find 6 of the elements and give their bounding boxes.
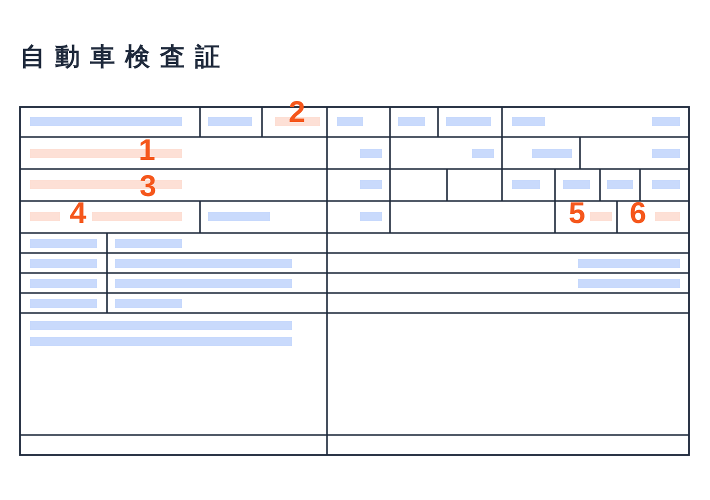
callout-number: 5: [568, 199, 586, 229]
callout-number: 3: [140, 172, 156, 202]
title: 自動車検査証: [20, 44, 230, 69]
callout-number: 1: [138, 136, 156, 166]
callout-number: 4: [70, 199, 86, 229]
callout-number: 6: [630, 199, 646, 229]
